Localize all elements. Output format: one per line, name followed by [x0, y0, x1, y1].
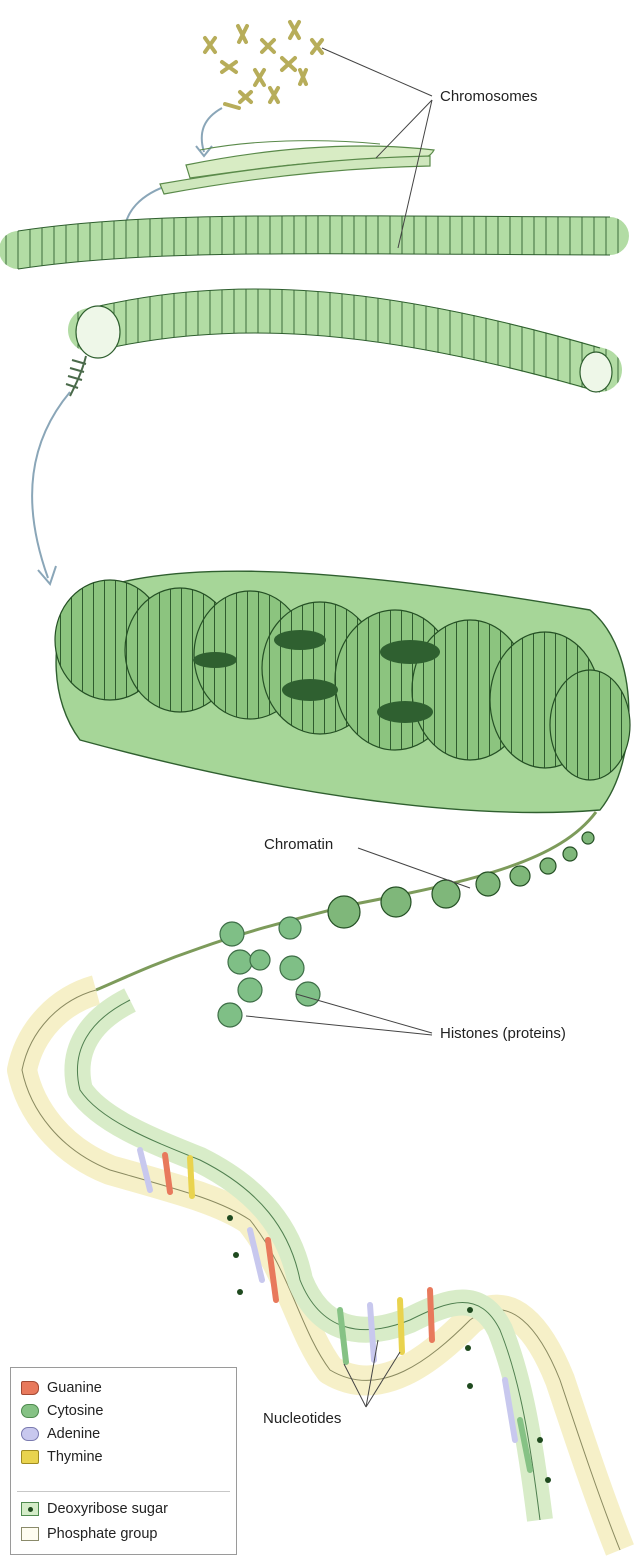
legend-divider — [17, 1491, 230, 1492]
guanine-swatch-icon — [21, 1381, 39, 1395]
chromatid-strands — [160, 141, 434, 194]
legend-item-thymine: Thymine — [21, 1447, 103, 1467]
deoxyribose-sugar-swatch-icon — [21, 1502, 39, 1516]
legend-item-cytosine: Cytosine — [21, 1401, 103, 1421]
chromosomes-cluster — [205, 22, 322, 108]
phosphate-group-swatch-icon — [21, 1527, 39, 1541]
supercoil-lower — [76, 289, 612, 392]
legend-item-guanine: Guanine — [21, 1378, 102, 1398]
legend: Guanine Cytosine Adenine Thymine Deoxyri… — [10, 1367, 237, 1555]
histone-proteins — [218, 917, 320, 1027]
supercoil-upper — [18, 216, 610, 269]
thin-fiber-tail — [66, 356, 86, 396]
adenine-swatch-icon — [21, 1427, 39, 1441]
nucleosome-string — [96, 812, 596, 990]
legend-item-phosphate-group: Phosphate group — [21, 1524, 157, 1544]
legend-item-adenine: Adenine — [21, 1424, 100, 1444]
thymine-swatch-icon — [21, 1450, 39, 1464]
label-nucleotides: Nucleotides — [263, 1411, 341, 1426]
cytosine-swatch-icon — [21, 1404, 39, 1418]
label-histones: Histones (proteins) — [440, 1026, 566, 1041]
label-chromosomes: Chromosomes — [440, 89, 538, 104]
legend-item-deoxyribose-sugar: Deoxyribose sugar — [21, 1499, 168, 1519]
chromatin-block — [55, 571, 630, 812]
label-chromatin: Chromatin — [264, 837, 333, 852]
